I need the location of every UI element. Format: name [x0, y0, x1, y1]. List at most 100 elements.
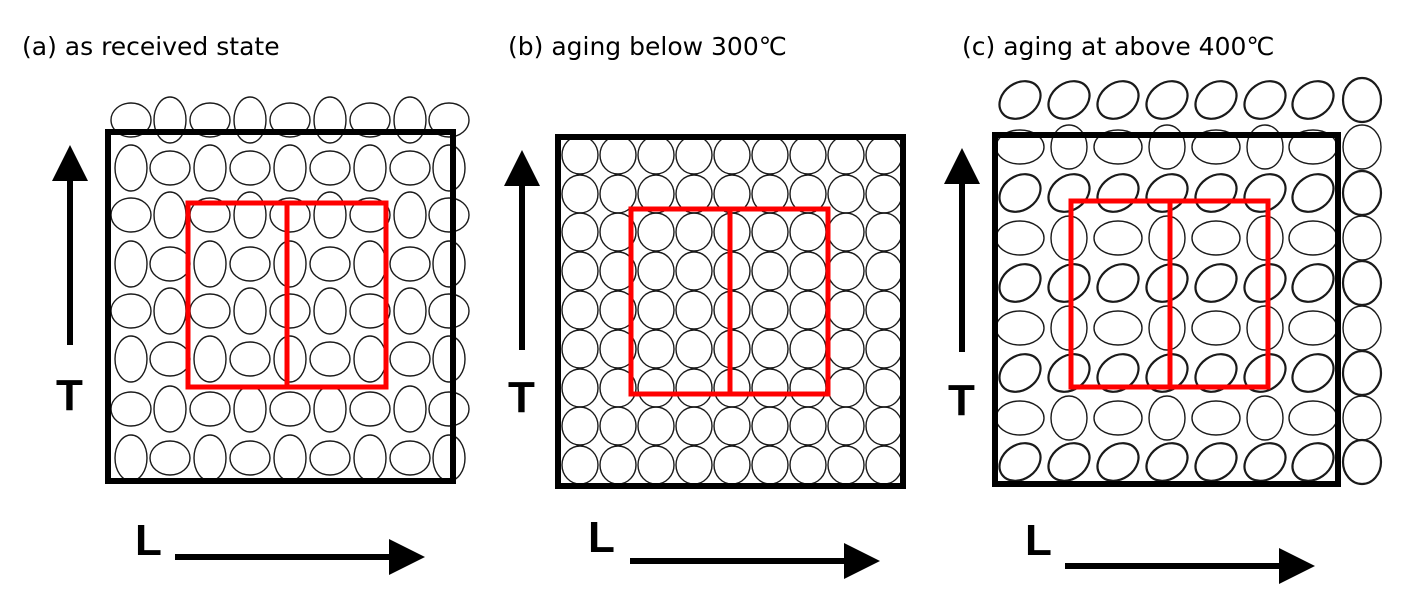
grain [432, 335, 466, 383]
grain [599, 329, 637, 369]
grain [389, 150, 431, 186]
panel-a: (a) as received state T L [22, 32, 470, 575]
grain [1145, 263, 1189, 303]
grain [273, 144, 307, 192]
grains-a [52, 96, 470, 575]
grain [1342, 395, 1382, 441]
grain [561, 329, 599, 369]
grain [309, 440, 351, 476]
grain [1145, 80, 1189, 120]
grain [349, 391, 391, 427]
grain [827, 174, 865, 214]
grain [353, 335, 387, 383]
grain [229, 150, 271, 186]
grain [428, 293, 470, 329]
grain [751, 212, 789, 252]
grain [309, 150, 351, 186]
grain [995, 220, 1045, 256]
grain [1342, 305, 1382, 351]
grain [1291, 173, 1335, 213]
grain [789, 406, 827, 446]
grain [1288, 220, 1338, 256]
grain [393, 96, 427, 144]
t-axis-label: T [948, 376, 975, 425]
grain [389, 246, 431, 282]
grain [1145, 173, 1189, 213]
grain [561, 368, 599, 408]
grain [1342, 124, 1382, 170]
panel-b: (b) aging below 300℃ T L [504, 32, 906, 579]
grain [273, 240, 307, 288]
grain [153, 385, 187, 433]
grains-c [944, 76, 1383, 584]
grain [273, 335, 307, 383]
panel-c-title: (c) aging at above 400℃ [962, 32, 1274, 61]
grain [1050, 395, 1088, 441]
grain [789, 445, 827, 485]
grain [353, 240, 387, 288]
grain [273, 434, 307, 482]
grain [114, 335, 148, 383]
grain [637, 368, 675, 408]
grain [1145, 442, 1189, 482]
grain [189, 293, 231, 329]
grain [1191, 400, 1241, 436]
grain [789, 290, 827, 330]
grain [313, 96, 347, 144]
grain [713, 406, 751, 446]
grain [1194, 80, 1238, 120]
grain [998, 353, 1042, 393]
panel-c: (c) aging at above 400℃ T L [944, 32, 1383, 584]
grain [675, 445, 713, 485]
grain [1341, 259, 1383, 307]
grain [599, 445, 637, 485]
grain [229, 246, 271, 282]
grain [865, 174, 903, 214]
l-axis-label: L [588, 513, 615, 562]
grain [1243, 80, 1287, 120]
grain [675, 212, 713, 252]
grain [1341, 349, 1383, 397]
grain [1246, 124, 1284, 170]
grain [1047, 80, 1091, 120]
grain [349, 197, 391, 233]
grain [561, 212, 599, 252]
grain [599, 135, 637, 175]
grain [110, 391, 152, 427]
grain [865, 329, 903, 369]
grain [110, 293, 152, 329]
grain [269, 391, 311, 427]
grain [269, 197, 311, 233]
grain [865, 445, 903, 485]
grain [353, 434, 387, 482]
grain [1291, 442, 1335, 482]
grain [1191, 310, 1241, 346]
grain [637, 290, 675, 330]
grain [998, 80, 1042, 120]
grain [114, 240, 148, 288]
grain [1194, 353, 1238, 393]
grain [1096, 80, 1140, 120]
grain [1093, 400, 1143, 436]
grain [1341, 76, 1383, 124]
grain [393, 385, 427, 433]
grain [1246, 215, 1284, 261]
grain [675, 251, 713, 291]
grain [713, 135, 751, 175]
grain [432, 240, 466, 288]
grain [1148, 305, 1186, 351]
grain [751, 290, 789, 330]
grain [827, 251, 865, 291]
grain [599, 251, 637, 291]
grain [1047, 442, 1091, 482]
grain [865, 135, 903, 175]
grain [349, 102, 391, 138]
grain [233, 191, 267, 239]
grain [1341, 438, 1383, 486]
grain [561, 445, 599, 485]
grain [1342, 215, 1382, 261]
grain [561, 406, 599, 446]
grain [637, 251, 675, 291]
grain [637, 135, 675, 175]
